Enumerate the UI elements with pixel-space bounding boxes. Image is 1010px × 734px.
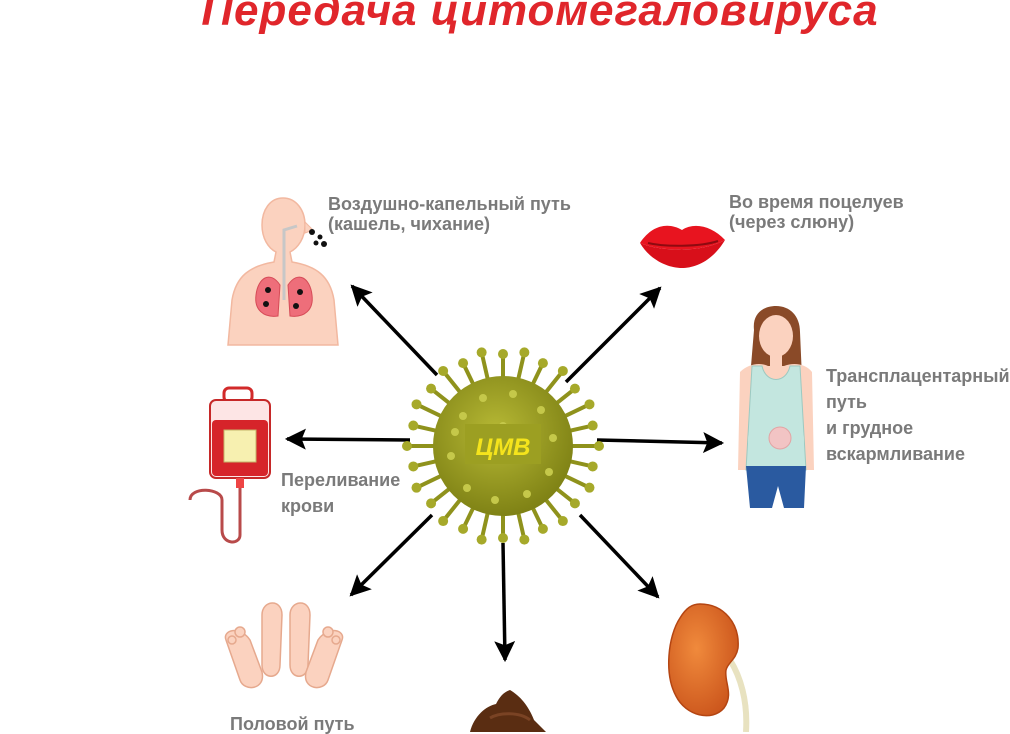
- arrow-placental: [596, 432, 725, 454]
- pregnant-woman-icon: [738, 306, 814, 508]
- virus-dot: [491, 496, 499, 504]
- virus-dot: [463, 484, 471, 492]
- label-airborne: Воздушно-капельный путь (кашель, чихание…: [328, 194, 571, 234]
- virus-spike-tip: [411, 482, 422, 493]
- virus-spike-tip: [438, 516, 449, 527]
- virus-spike-tip: [519, 347, 530, 358]
- label-sexual: Половой путь: [230, 714, 355, 734]
- label-blood: Переливание крови: [281, 467, 400, 519]
- virus-dot: [545, 468, 553, 476]
- virus-spike-tip: [594, 441, 604, 451]
- lungs-icon: [227, 197, 339, 346]
- kidney-icon: [668, 603, 750, 732]
- virus-spike-tip: [569, 498, 580, 509]
- label-placental-line2: путь: [826, 392, 867, 412]
- label-airborne-line2: (кашель, чихание): [328, 214, 491, 234]
- virus-spike-tip: [587, 461, 598, 472]
- virus-spike-tip: [408, 420, 419, 431]
- label-kiss-line2: (через слюну): [729, 212, 855, 232]
- blood-bag-icon: [188, 386, 271, 544]
- virus-dot: [523, 490, 531, 498]
- arrows: [284, 284, 725, 663]
- page-title: Передача цитомегаловируса: [201, 0, 879, 35]
- arrow-blood: [284, 428, 411, 450]
- feces-icon: [470, 690, 546, 732]
- virus-spike-tip: [537, 523, 548, 534]
- virus-spike-tip: [438, 365, 449, 376]
- label-blood-line2: крови: [281, 496, 335, 516]
- virus-dot: [509, 390, 517, 398]
- virus-dot: [549, 434, 557, 442]
- virus-dot: [447, 452, 455, 460]
- label-placental-line4: вскармливание: [826, 444, 966, 464]
- virus-spike: [441, 496, 464, 523]
- virus-dot: [459, 412, 467, 420]
- virus-spike-tip: [426, 383, 437, 394]
- label-kiss-line1: Во время поцелуев: [729, 192, 904, 212]
- virus-spike: [415, 402, 445, 420]
- label-sexual-line1: Половой путь: [230, 714, 355, 734]
- label-placental-line1: Трансплацентарный: [826, 366, 1010, 386]
- label-kiss: Во время поцелуев (через слюну): [729, 192, 904, 232]
- arrow-sexual: [349, 513, 434, 597]
- virus-dot: [451, 428, 459, 436]
- virus-spike-tip: [584, 399, 595, 410]
- virus-icon: ЦМВ: [402, 347, 604, 545]
- virus-spike-tip: [557, 516, 568, 527]
- virus-spike-tip: [476, 534, 487, 545]
- virus-spike-tip: [498, 533, 508, 543]
- label-placental: Трансплацентарный путь и грудное вскармл…: [826, 363, 1010, 467]
- virus-spike-tip: [587, 420, 598, 431]
- virus-spike-tip: [402, 441, 412, 451]
- virus-spike-tip: [426, 498, 437, 509]
- virus-spike: [542, 496, 565, 523]
- virus-spike-tip: [411, 399, 422, 410]
- arrow-kiss: [564, 286, 662, 384]
- label-placental-line3: и грудное: [826, 418, 914, 438]
- virus-spike-tip: [537, 358, 548, 369]
- label-blood-line1: Переливание: [281, 470, 401, 490]
- arrow-urine: [578, 513, 660, 599]
- virus-spike-tip: [584, 482, 595, 493]
- virus-label-box: [465, 424, 541, 464]
- label-airborne-line1: Воздушно-капельный путь: [328, 194, 571, 214]
- virus-spike-tip: [458, 358, 469, 369]
- feet-icon: [224, 602, 344, 689]
- virus-spike-tip: [569, 383, 580, 394]
- virus-spike-tip: [476, 347, 487, 358]
- arrow-airborne: [350, 284, 439, 377]
- virus-spike-tip: [498, 349, 508, 359]
- virus-spike-tip: [408, 461, 419, 472]
- virus-spike-tip: [458, 523, 469, 534]
- virus-dot: [479, 394, 487, 402]
- virus-label: ЦМВ: [476, 434, 531, 461]
- virus-spike-tip: [519, 534, 530, 545]
- virus-spike-tip: [557, 365, 568, 376]
- arrow-feces: [494, 542, 516, 663]
- virus-spike: [441, 369, 464, 396]
- virus-spike: [415, 472, 445, 490]
- lips-icon: [640, 225, 725, 268]
- virus-dot: [537, 406, 545, 414]
